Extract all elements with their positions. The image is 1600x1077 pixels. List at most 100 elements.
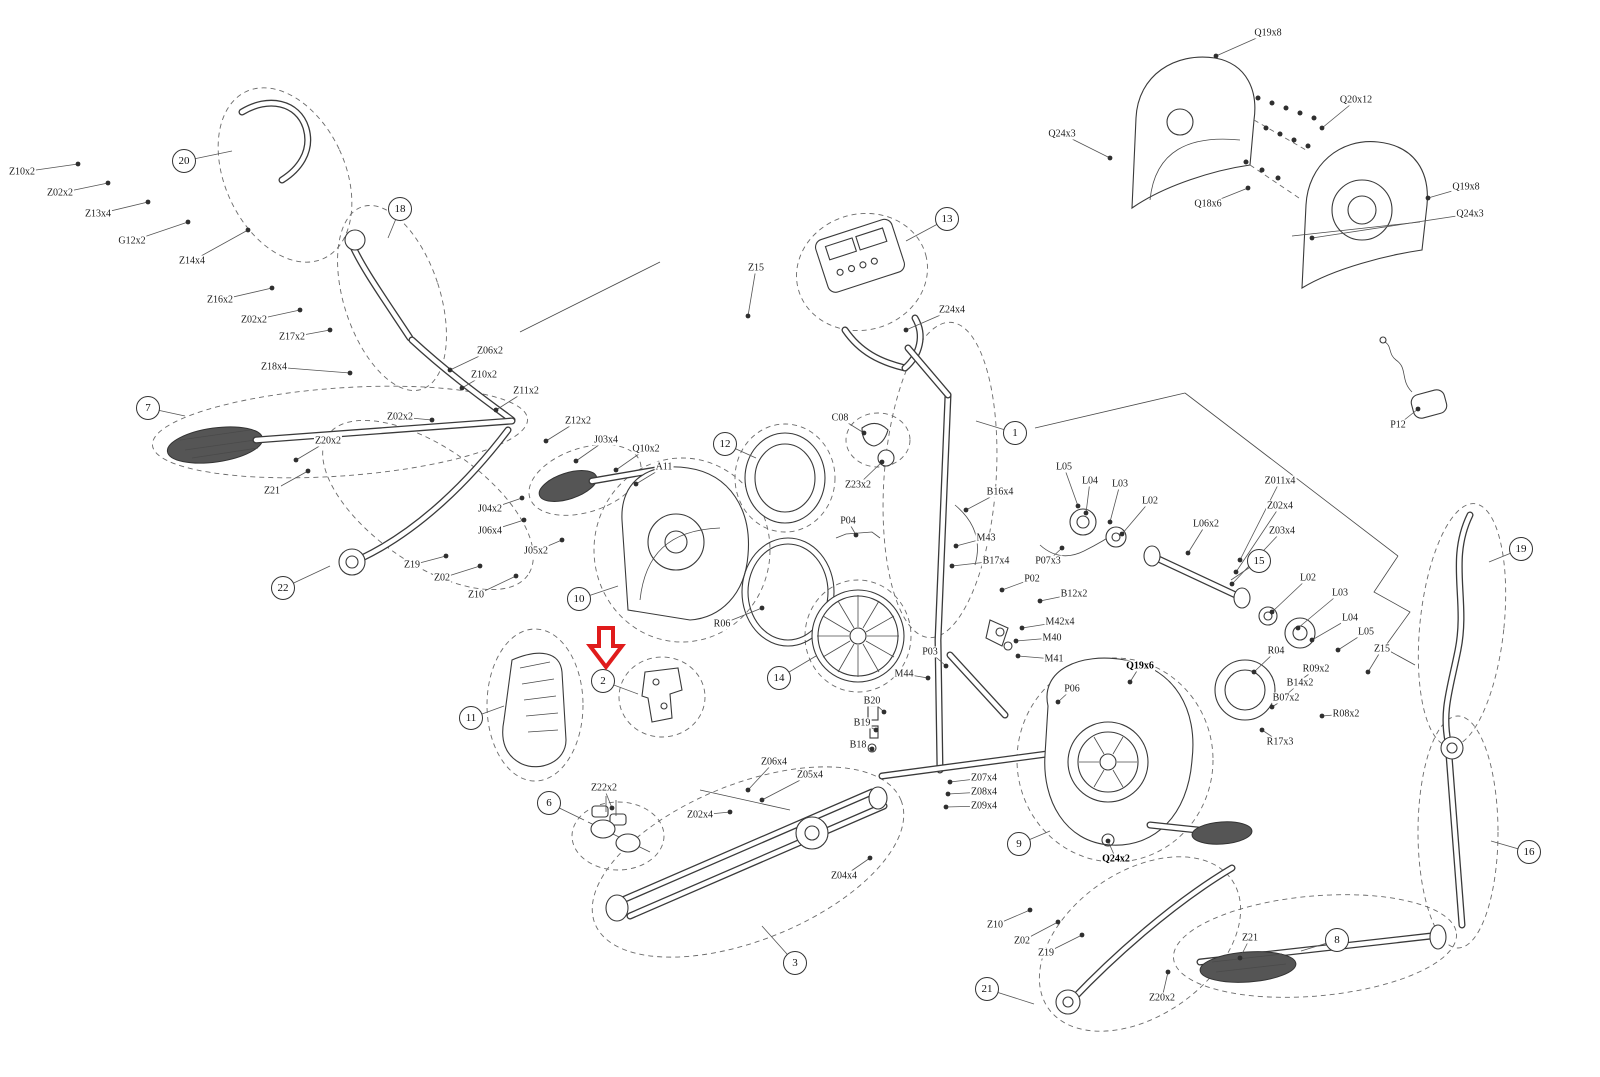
part-label: B07x2: [1271, 692, 1301, 704]
part-label: Z13x4: [83, 208, 113, 220]
part-label: P04: [839, 515, 857, 527]
part-label: Q24x2: [1101, 853, 1131, 865]
part-label: Z15: [746, 262, 766, 274]
part-label: Z12x2: [563, 415, 593, 427]
callout-8: 8: [1325, 928, 1349, 952]
part-label: L05: [1356, 626, 1376, 638]
part-label: B12x2: [1059, 588, 1089, 600]
part-label: L03: [1330, 587, 1350, 599]
part-label: Z19: [402, 559, 422, 571]
part-label: M42x4: [1044, 616, 1076, 628]
part-label: L02: [1298, 572, 1318, 584]
part-label: L03: [1110, 478, 1130, 490]
part-label: B14x2: [1285, 677, 1315, 689]
part-label: Z16x2: [205, 294, 235, 306]
part-label: Z02: [1012, 935, 1032, 947]
part-label: L05: [1054, 461, 1074, 473]
drive-belt: [741, 537, 835, 647]
part-label: C08: [830, 412, 850, 424]
part-label: Z20x2: [1147, 992, 1177, 1004]
part-label: Z011x4: [1263, 475, 1297, 487]
callout-12: 12: [713, 432, 737, 456]
part-label: Q19x8: [1451, 181, 1481, 193]
part-label: Z10: [466, 589, 486, 601]
part-label: Z21: [262, 485, 282, 497]
callout-1: 1: [1003, 421, 1027, 445]
part-label: Q24x3: [1455, 208, 1485, 220]
part-label: Z14x4: [177, 255, 207, 267]
part-label: Q20x12: [1338, 94, 1374, 106]
part-label: Z09x4: [969, 800, 999, 812]
part-label: B20: [862, 695, 882, 707]
rear-drive: [1044, 657, 1253, 847]
part-label: A11: [654, 461, 674, 473]
callout-15: 15: [1247, 549, 1271, 573]
bracket-part-2: [641, 667, 683, 723]
callout-20: 20: [172, 149, 196, 173]
part-label: P02: [1023, 573, 1041, 585]
part-label: G12x2: [117, 235, 147, 247]
part-label: J06x4: [477, 525, 503, 537]
red-highlight-arrow: [586, 624, 626, 670]
right-side-assembly: [1055, 511, 1474, 1015]
handlebar-assembly: [238, 99, 516, 424]
part-label: Z22x2: [589, 782, 619, 794]
callout-2: 2: [591, 669, 615, 693]
flywheel: [811, 589, 905, 683]
part-label: Z15: [1372, 643, 1392, 655]
part-label: Z06x2: [475, 345, 505, 357]
part-label: B17x4: [981, 555, 1011, 567]
callout-16: 16: [1517, 840, 1541, 864]
part-label: Z21: [1240, 932, 1260, 944]
part-label: M40: [1041, 632, 1063, 644]
part-label: Q18x6: [1193, 198, 1223, 210]
part-label: L04: [1080, 475, 1100, 487]
top-right-covers: [1131, 56, 1428, 290]
part-label: Z02: [432, 572, 452, 584]
part-label: P07x3: [1034, 555, 1062, 567]
callout-11: 11: [459, 706, 483, 730]
part-label: R04: [1266, 645, 1286, 657]
sensor-pad: [1379, 336, 1448, 419]
left-rail-assembly: [166, 417, 516, 576]
part-label: L06x2: [1191, 518, 1221, 530]
part-label: Z07x4: [969, 772, 999, 784]
part-label: Z20x2: [313, 435, 343, 447]
callout-6: 6: [537, 791, 561, 815]
callout-13: 13: [935, 207, 959, 231]
part-label: Z05x4: [795, 769, 825, 781]
callout-10: 10: [567, 587, 591, 611]
part-label: Q10x2: [631, 443, 661, 455]
part-label: Z10x2: [7, 166, 37, 178]
part-label: Z18x4: [259, 361, 289, 373]
chain-cover: [621, 466, 750, 621]
part-label: Q19x6: [1125, 660, 1155, 672]
part-label: L02: [1140, 495, 1160, 507]
main-frame: [835, 344, 1096, 780]
part-label: Z19: [1036, 947, 1056, 959]
console: [814, 218, 906, 293]
part-label: Q24x3: [1047, 128, 1077, 140]
part-label: R08x2: [1331, 708, 1361, 720]
part-label: Z03x4: [1267, 525, 1297, 537]
part-label: M44: [893, 668, 915, 680]
part-label: Q19x8: [1253, 27, 1283, 39]
side-shroud: [502, 652, 567, 768]
part-label: Z02x4: [685, 809, 715, 821]
part-label: J03x4: [593, 434, 619, 446]
part-label: Z08x4: [969, 786, 999, 798]
part-label: J05x2: [523, 545, 549, 557]
callout-9: 9: [1007, 832, 1031, 856]
callout-7: 7: [136, 396, 160, 420]
callout-21: 21: [975, 977, 999, 1001]
part-label: M41: [1043, 653, 1065, 665]
pedal-arm: [538, 466, 660, 502]
callout-22: 22: [271, 576, 295, 600]
part-label: P06: [1063, 683, 1081, 695]
ring-cover: [744, 432, 826, 524]
part-label: Z11x2: [512, 385, 540, 397]
part-label: Z23x2: [843, 479, 873, 491]
callout-14: 14: [767, 666, 791, 690]
part-label: Z04x4: [829, 870, 859, 882]
